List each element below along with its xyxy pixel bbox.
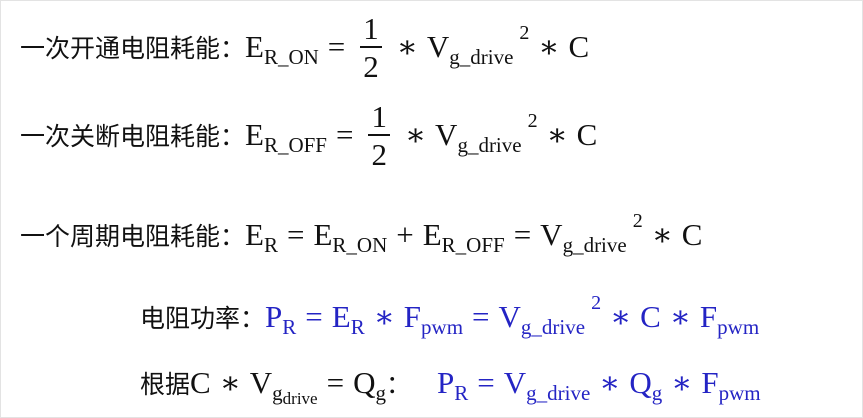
- symbol: V: [498, 299, 521, 334]
- symbol: V: [249, 365, 273, 400]
- operator: ∗: [219, 365, 241, 400]
- subscript: g_drive: [562, 232, 627, 257]
- denominator: 2: [363, 48, 379, 84]
- operator: ∗: [669, 299, 691, 334]
- operator: ∗: [546, 117, 568, 152]
- operator: ∗: [404, 117, 427, 152]
- symbol: F: [699, 299, 718, 334]
- subscript: g_drive: [449, 44, 514, 69]
- subscript: R: [350, 314, 365, 339]
- subscript: R_OFF: [441, 232, 505, 257]
- symbol: C: [576, 117, 598, 152]
- superscript: 2: [632, 209, 643, 232]
- superscript: 2: [527, 109, 538, 132]
- operator: =: [305, 299, 323, 334]
- subscript: pwm: [717, 314, 760, 339]
- operator: ∗: [396, 29, 418, 64]
- operator: ∗: [671, 365, 693, 400]
- symbol: E: [331, 299, 351, 334]
- symbol: C: [568, 29, 590, 64]
- label: 一次开通电阻耗能：: [20, 34, 246, 63]
- superscript: 2: [591, 291, 602, 314]
- symbol: V: [503, 365, 527, 400]
- sub-subscript: drive: [282, 389, 318, 408]
- subscript: R: [454, 380, 469, 405]
- subscript: R_OFF: [263, 132, 327, 157]
- operator: ∗: [538, 29, 560, 64]
- symbol: E: [245, 217, 264, 252]
- operator: ∗: [599, 365, 621, 400]
- subscript: g_drive: [526, 380, 591, 405]
- symbol: V: [435, 117, 458, 152]
- symbol: P: [437, 365, 455, 400]
- symbol: C: [640, 299, 661, 334]
- label: 电阻功率：: [140, 304, 266, 333]
- subscript: g: [375, 380, 386, 405]
- symbol: C: [190, 365, 211, 400]
- subscript: pwm: [421, 314, 464, 339]
- operator: =: [286, 217, 305, 252]
- operator: =: [326, 365, 345, 400]
- operator: ∗: [373, 299, 395, 334]
- subscript: g: [651, 380, 663, 405]
- subscript: g_drive: [457, 132, 522, 157]
- symbol: E: [422, 217, 442, 252]
- subscript: R_ON: [263, 44, 319, 69]
- label: 一次关断电阻耗能：: [20, 122, 246, 151]
- subscript: R: [282, 314, 297, 339]
- symbol: Q: [629, 365, 652, 400]
- subscript: pwm: [718, 380, 761, 405]
- subscript: g_drive: [520, 314, 586, 339]
- operator: =: [335, 117, 354, 152]
- subscript: g: [272, 380, 283, 405]
- symbol: F: [403, 299, 422, 334]
- symbol: F: [701, 365, 719, 400]
- symbol: Q: [353, 365, 376, 400]
- symbol: V: [426, 29, 450, 64]
- colon: ：: [385, 370, 411, 399]
- numerator: 1: [360, 13, 382, 48]
- subscript: R_ON: [332, 232, 388, 257]
- operator: +: [396, 217, 414, 252]
- operator: =: [477, 365, 495, 400]
- denominator: 2: [371, 136, 387, 172]
- superscript: 2: [519, 21, 530, 44]
- symbol: V: [540, 217, 563, 252]
- operator: =: [513, 217, 532, 252]
- operator: =: [472, 299, 490, 334]
- label: 一个周期电阻耗能：: [20, 222, 246, 251]
- symbol: P: [265, 299, 283, 334]
- numerator: 1: [368, 101, 390, 136]
- operator: ∗: [651, 217, 673, 252]
- label: 根据: [140, 370, 191, 399]
- symbol: E: [245, 117, 264, 152]
- operator: =: [327, 29, 346, 64]
- symbol: E: [245, 29, 264, 64]
- symbol: E: [313, 217, 333, 252]
- subscript: R: [263, 232, 278, 257]
- operator: ∗: [610, 299, 632, 334]
- symbol: C: [681, 217, 703, 252]
